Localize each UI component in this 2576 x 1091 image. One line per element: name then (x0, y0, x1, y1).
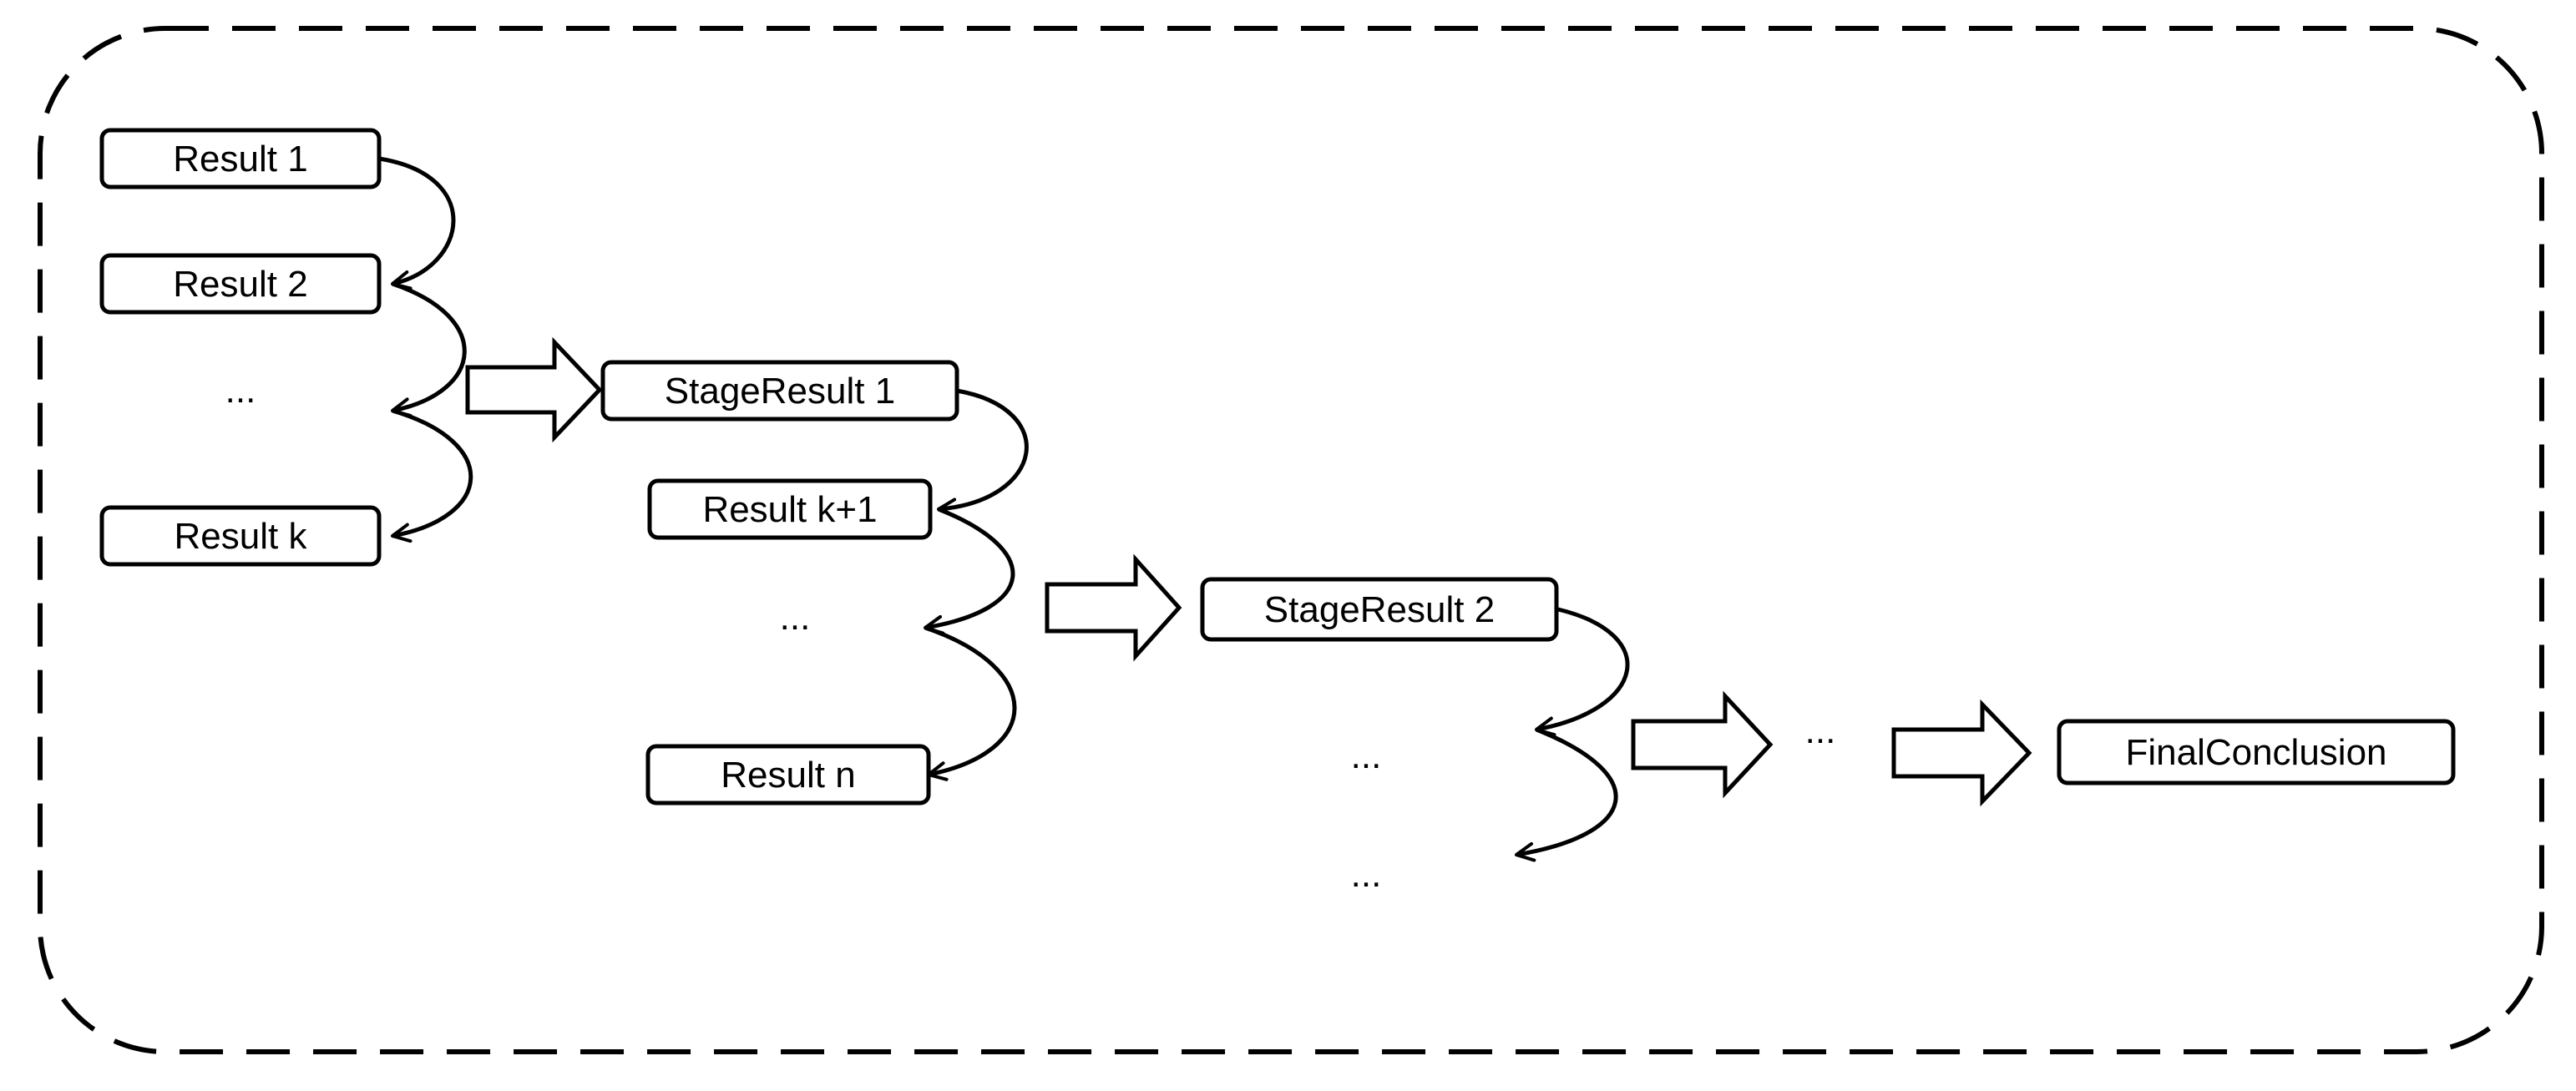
node-result-k-label: Result k (175, 516, 308, 557)
curve-arrow-rk1-ellipsis (924, 507, 1015, 635)
node-result-1: Result 1 (99, 128, 382, 189)
node-result-n: Result n (645, 744, 931, 806)
node-final-conclusion: FinalConclusion (2057, 719, 2456, 785)
ellipsis-group-1: ... (225, 370, 256, 411)
curve-arrow-r1-r2 (378, 156, 456, 290)
node-result-k-plus-1: Result k+1 (647, 478, 933, 540)
ellipsis-group-2: ... (780, 597, 811, 638)
node-stage-result-2-label: StageResult 2 (1264, 589, 1495, 630)
ellipsis-stage-2-lower: ... (1351, 854, 1382, 895)
node-stage-result-1: StageResult 1 (600, 360, 959, 422)
curve-arrow-r2-ellipsis (391, 281, 467, 417)
block-arrow-3 (1631, 690, 1774, 799)
node-result-n-label: Result n (721, 755, 855, 796)
block-arrow-2 (1045, 553, 1182, 662)
node-result-2-label: Result 2 (173, 264, 307, 305)
curve-arrow-ellipsis-down (1515, 727, 1618, 862)
node-result-1-label: Result 1 (173, 139, 307, 179)
dashed-boundary (38, 26, 2544, 1054)
curve-arrow-sr2-ellipsis (1535, 607, 1630, 737)
curve-arrow-ellipsis-rk (391, 408, 473, 543)
curve-arrow-ellipsis-rn (924, 625, 1017, 781)
block-arrow-1 (465, 336, 603, 443)
node-final-conclusion-label: FinalConclusion (2125, 732, 2386, 773)
node-stage-result-1-label: StageResult 1 (665, 371, 895, 412)
node-result-k: Result k (99, 505, 382, 567)
curve-arrow-sr1-rk1 (937, 388, 1029, 518)
node-stage-result-2: StageResult 2 (1200, 577, 1559, 642)
node-result-k-plus-1-label: Result k+1 (702, 489, 877, 530)
ellipsis-stage-2-upper: ... (1351, 735, 1382, 776)
ellipsis-before-final: ... (1805, 710, 1836, 751)
block-arrow-4 (1891, 699, 2032, 807)
node-result-2: Result 2 (99, 253, 382, 315)
